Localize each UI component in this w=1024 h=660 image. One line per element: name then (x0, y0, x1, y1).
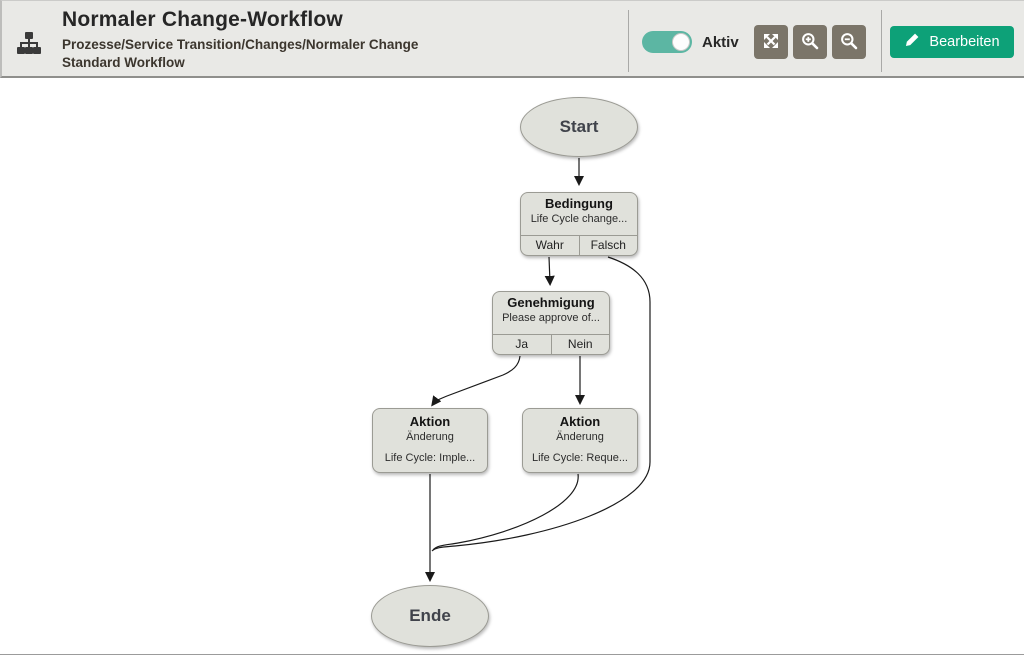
node-approval-subtitle: Please approve of... (502, 312, 600, 324)
active-toggle[interactable] (642, 31, 692, 53)
node-condition-ports: Wahr Falsch (521, 235, 637, 255)
zoom-out-button[interactable] (832, 25, 866, 59)
node-approval-title: Genehmigung (507, 295, 595, 310)
node-condition-title: Bedingung (545, 196, 613, 211)
node-approval-ports: Ja Nein (493, 334, 609, 354)
port-ja: Ja (493, 335, 552, 354)
node-action-left-subtitle: Änderung (406, 431, 454, 443)
edit-button-label: Bearbeiten (929, 34, 1000, 50)
port-wahr: Wahr (521, 236, 580, 255)
pencil-icon (904, 32, 920, 52)
node-end-label: Ende (409, 606, 451, 625)
node-start[interactable]: Start (520, 97, 638, 157)
workflow-edges (424, 158, 651, 583)
node-action-right-title: Aktion (559, 414, 601, 429)
node-action-left-detail: Life Cycle: Imple... (384, 452, 476, 464)
edit-button[interactable]: Bearbeiten (890, 26, 1014, 58)
page-title: Normaler Change-Workflow (62, 8, 343, 31)
node-condition-subtitle: Life Cycle change... (530, 213, 628, 225)
zoom-in-button[interactable] (793, 25, 827, 59)
sitemap-icon (16, 32, 42, 55)
zoom-in-icon (800, 31, 820, 54)
toggle-knob (672, 33, 690, 51)
active-toggle-label: Aktiv (702, 34, 739, 51)
expand-arrows-icon (761, 31, 781, 54)
node-action-right-subtitle: Änderung (556, 431, 604, 443)
node-start-label: Start (559, 117, 599, 136)
node-action-left-title: Aktion (409, 414, 451, 429)
node-end[interactable]: Ende (371, 585, 489, 647)
workflow-subtitle: Standard Workflow (62, 55, 185, 70)
port-nein: Nein (567, 337, 593, 351)
breadcrumb: Prozesse/Service Transition/Changes/Norm… (62, 37, 419, 52)
fit-view-button[interactable] (754, 25, 788, 59)
title-block: Normaler Change-Workflow Prozesse/Servic… (62, 7, 418, 72)
edge-falsch-to-end (431, 256, 651, 552)
node-action-right-detail: Life Cycle: Reque... (532, 452, 628, 464)
node-condition[interactable]: Bedingung Life Cycle change... Wahr Fals… (520, 192, 638, 256)
edge-action-right-to-merge (432, 473, 579, 551)
toolbar-divider-right (881, 10, 882, 72)
port-falsch: Falsch (590, 238, 626, 252)
node-action-left[interactable]: Aktion Änderung Life Cycle: Imple... (372, 408, 488, 473)
node-action-right[interactable]: Aktion Änderung Life Cycle: Reque... (522, 408, 638, 473)
zoom-out-icon (839, 31, 859, 54)
toolbar-divider-left (628, 10, 629, 72)
toolbar: Normaler Change-Workflow Prozesse/Servic… (0, 0, 1024, 78)
workflow-canvas[interactable]: Start Bedingung Life Cycle change... Wah… (0, 80, 1024, 655)
edge-wahr-to-approval (544, 256, 555, 287)
edge-ja-to-action-left (431, 355, 521, 407)
node-approval[interactable]: Genehmigung Please approve of... Ja Nein (492, 291, 610, 355)
